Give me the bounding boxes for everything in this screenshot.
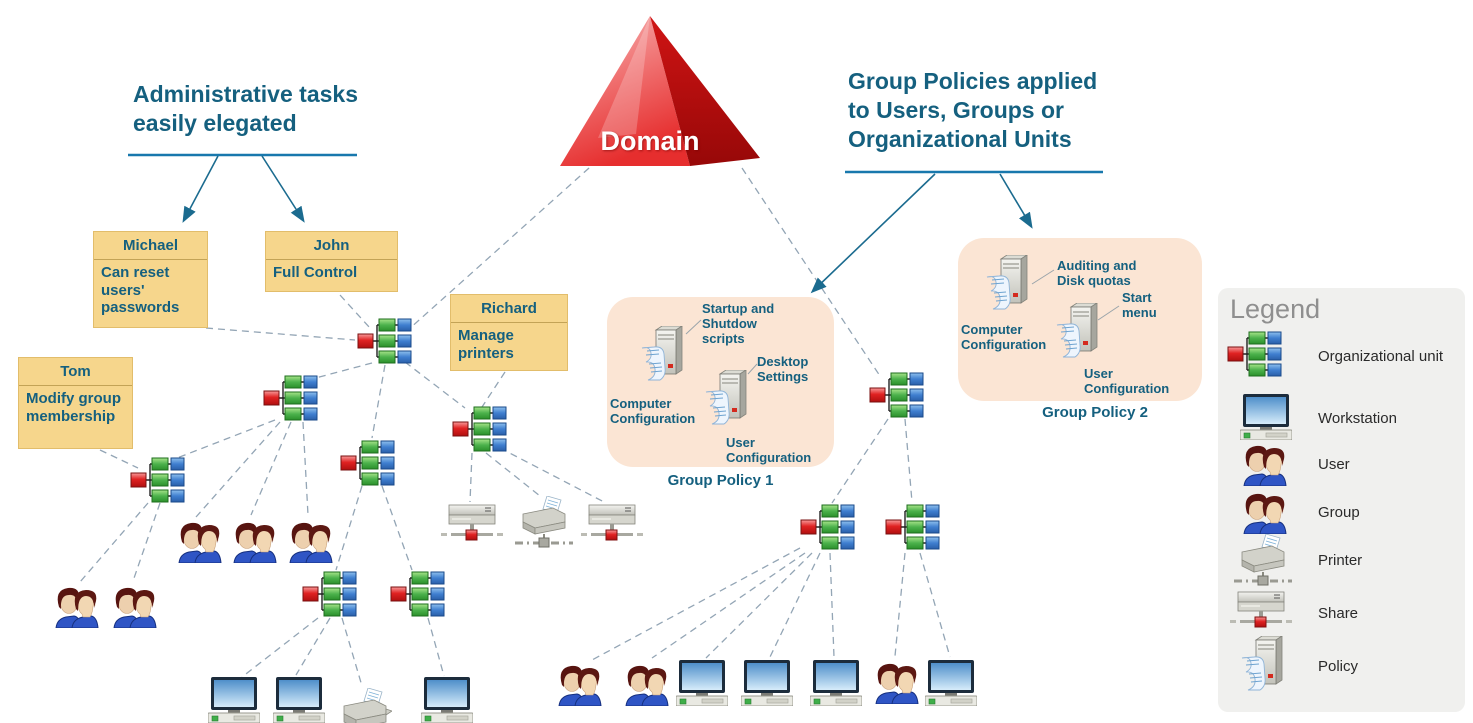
note-michael: Michael Can reset users' passwords — [93, 231, 208, 328]
gp2-label-user-configuration: User Configuration — [1084, 366, 1170, 396]
user-group-icon — [1240, 488, 1288, 534]
workstation-icon — [741, 660, 793, 706]
note-title: Tom — [19, 358, 132, 386]
organizational-unit-icon — [390, 570, 446, 618]
legend-item-label: Share — [1318, 605, 1359, 622]
share-icon — [441, 503, 503, 547]
workstation-icon — [273, 677, 325, 723]
organizational-unit-icon — [452, 405, 508, 453]
legend-item-label: Group — [1318, 504, 1360, 521]
legend-item-label: Organizational unit — [1318, 348, 1444, 365]
note-body: Manage printers — [458, 327, 514, 362]
organizational-unit-icon — [357, 317, 413, 365]
gp1-label-desktop-settings: Desktop Settings — [757, 354, 809, 384]
user-group-icon — [1240, 440, 1288, 486]
note-richard: Richard Manage printers — [450, 294, 568, 371]
gp1-title: Group Policy 1 — [667, 472, 774, 489]
policy-icon — [640, 326, 686, 382]
user-group-icon — [175, 517, 223, 563]
legend-title: Legend — [1230, 294, 1321, 324]
domain-pyramid-icon — [560, 16, 760, 166]
note-title: Richard — [451, 295, 567, 323]
legend-item-label: Printer — [1318, 552, 1363, 569]
policy-icon — [985, 255, 1031, 311]
legend-item-label: Policy — [1318, 658, 1359, 675]
printer-icon — [338, 688, 392, 723]
note-john: John Full Control — [265, 231, 398, 292]
user-group-icon — [110, 582, 158, 628]
workstation-icon — [421, 677, 473, 723]
network-printer-icon — [513, 496, 575, 548]
note-title: Michael — [94, 232, 207, 260]
note-title: John — [266, 232, 397, 260]
policy-icon — [704, 370, 750, 426]
policy-icon — [1055, 303, 1101, 359]
annotation-left-title: Administrative tasks easily elegated — [133, 81, 358, 136]
gp2-label-start-menu: Start menu — [1122, 290, 1157, 320]
workstation-icon — [810, 660, 862, 706]
user-group-icon — [286, 517, 334, 563]
note-tom: Tom Modify group membership — [18, 357, 133, 449]
network-printer-icon — [1232, 534, 1294, 586]
domain-label: Domain — [600, 126, 700, 156]
legend-item-label: User — [1318, 456, 1350, 473]
user-group-icon — [555, 660, 603, 706]
gp1-label-startup-scripts: Startup and Shutdow scripts — [702, 301, 775, 346]
workstation-icon — [925, 660, 977, 706]
user-group-icon — [622, 660, 670, 706]
gp1-label-computer-configuration: Computer Configuration — [610, 396, 696, 426]
note-body: Modify group membership — [26, 390, 121, 425]
user-group-icon — [872, 658, 920, 704]
organizational-unit-icon — [340, 439, 396, 487]
gp2-label-computer-configuration: Computer Configuration — [961, 322, 1047, 352]
legend-item-label: Workstation — [1318, 410, 1397, 427]
organizational-unit-icon — [800, 503, 856, 551]
organizational-unit-icon — [869, 371, 925, 419]
workstation-icon — [1240, 394, 1292, 440]
policy-icon — [1240, 636, 1286, 692]
workstation-icon — [208, 677, 260, 723]
workstation-icon — [676, 660, 728, 706]
gp2-label-auditing-quotas: Auditing and Disk quotas — [1057, 258, 1137, 288]
note-body: Full Control — [273, 264, 358, 281]
organizational-unit-icon — [302, 570, 358, 618]
legend-panel: Legend Organizational unit Workst — [1218, 288, 1465, 712]
share-icon — [581, 503, 643, 547]
gp2-title: Group Policy 2 — [1042, 404, 1148, 421]
note-body: Can reset users' passwords — [101, 264, 180, 317]
organizational-unit-icon — [130, 456, 186, 504]
organizational-unit-icon — [885, 503, 941, 551]
user-group-icon — [230, 517, 278, 563]
annotation-right-title: Group Policies applied to Users, Groups … — [848, 68, 1098, 152]
user-group-icon — [52, 582, 100, 628]
gp1-label-user-configuration: User Configuration — [726, 435, 812, 465]
organizational-unit-icon — [1227, 330, 1283, 378]
share-icon — [1230, 590, 1292, 634]
organizational-unit-icon — [263, 374, 319, 422]
